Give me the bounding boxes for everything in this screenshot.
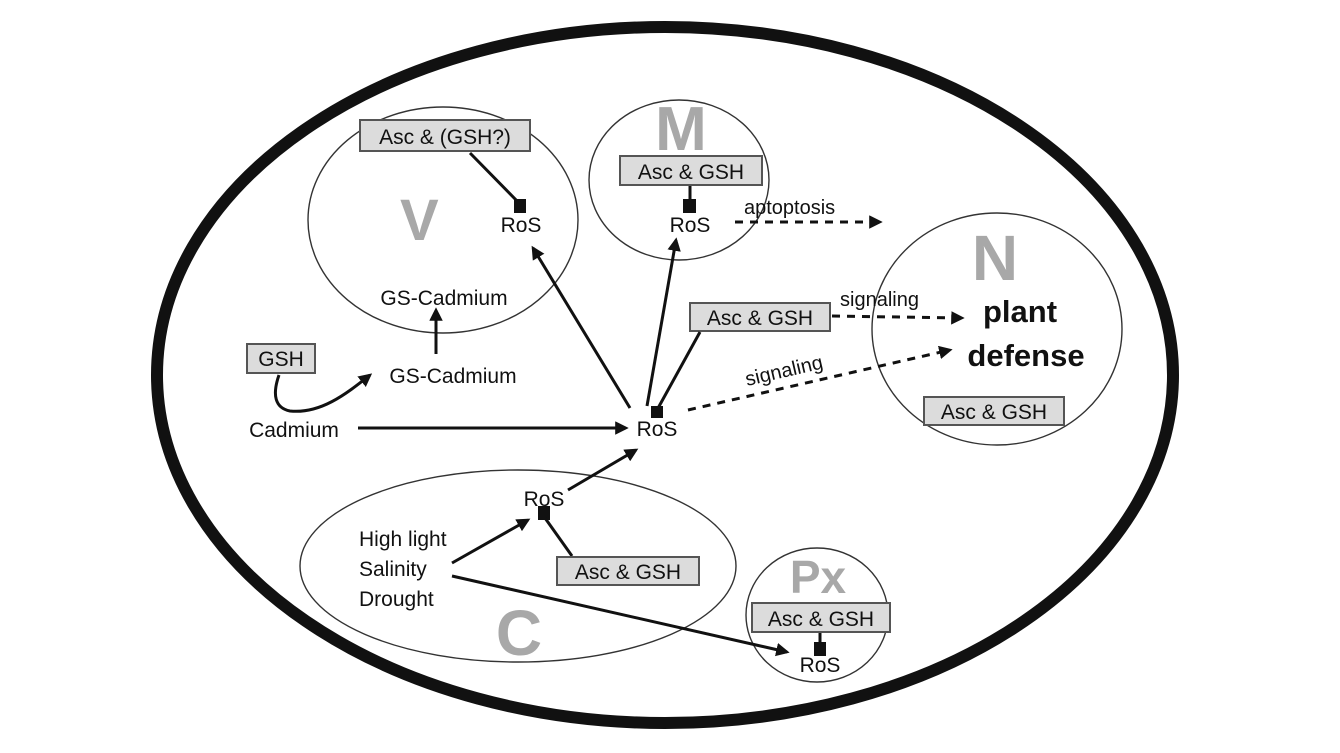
vacuole-inhibition-line [468,151,522,206]
apoptosis-label: aptoptosis [744,197,835,219]
signaling-label-1: signaling [840,289,919,311]
mitochondrion-inhibition-head [683,199,696,213]
vacuole-antioxidant-box [359,119,531,152]
signaling-label-2: signaling [743,352,825,391]
chloroplast-antioxidant-box [556,556,700,586]
cell-membrane [151,21,1179,729]
vacuole-outline [307,106,579,334]
chloroplast-inhibition-head [538,506,550,520]
plant-defense-line1: plant [983,294,1057,329]
mitochondrion-antioxidant-label: Asc & GSH [638,161,744,184]
peroxisome-inhibition-head [814,642,826,656]
cytosol-inhibition-line [655,331,702,411]
signaling-arrow-1 [831,311,965,325]
chloroplast-letter: C [496,597,542,669]
mitochondrion-letter: M [655,95,707,164]
vacuole-antioxidant-label: Asc & (GSH?) [379,126,511,149]
stress-drought: Drought [359,588,434,611]
gsh-binding-arrow [273,373,373,413]
cadmium-label: Cadmium [249,419,339,442]
peroxisome-antioxidant-label: Asc & GSH [768,608,874,631]
cytosol-gs-cadmium: GS-Cadmium [389,365,516,388]
stress-salinity: Salinity [359,558,427,581]
peroxisome-letter: Px [790,551,847,603]
chloroplast-ros: RoS [524,488,565,511]
nucleus-antioxidant-label: Asc & GSH [941,401,1047,424]
cytosol-gsh-label: GSH [258,348,304,371]
chloroplast-outline [299,469,737,663]
vacuole-ros: RoS [501,214,542,237]
nucleus-outline [871,212,1123,446]
mitochondrion-outline [588,99,770,261]
chloroplast-antioxidant-label: Asc & GSH [575,561,681,584]
chloroplast-to-cytosol-ros-arrow [567,448,639,492]
ros-to-mitochondrion-arrow [645,237,681,407]
peroxisome-ros: RoS [800,654,841,677]
mitochondrion-antioxidant-box [619,155,763,186]
plant-defense-line2: defense [967,338,1084,373]
stress-to-chloroplast-ros-arrow [451,518,531,565]
peroxisome-antioxidant-box [751,602,891,633]
vacuole-letter: V [400,188,439,253]
cytosol-antioxidant-label: Asc & GSH [707,307,813,330]
cytosol-inhibition-head [651,406,663,418]
mitochondrion-ros: RoS [670,214,711,237]
chloroplast-inhibition-line [543,517,574,557]
stress-to-peroxisome-ros-arrow [451,574,790,657]
vacuole-gs-cadmium: GS-Cadmium [380,287,507,310]
nucleus-letter: N [972,222,1018,294]
cytosol-antioxidant-box [689,302,831,332]
cytosol-ros: RoS [637,418,678,441]
vacuole-inhibition-head [514,199,526,213]
nucleus-antioxidant-box [923,396,1065,426]
stress-high-light: High light [359,528,447,551]
cytosol-gsh-box [246,343,316,374]
ros-to-vacuole-arrow [531,245,632,409]
